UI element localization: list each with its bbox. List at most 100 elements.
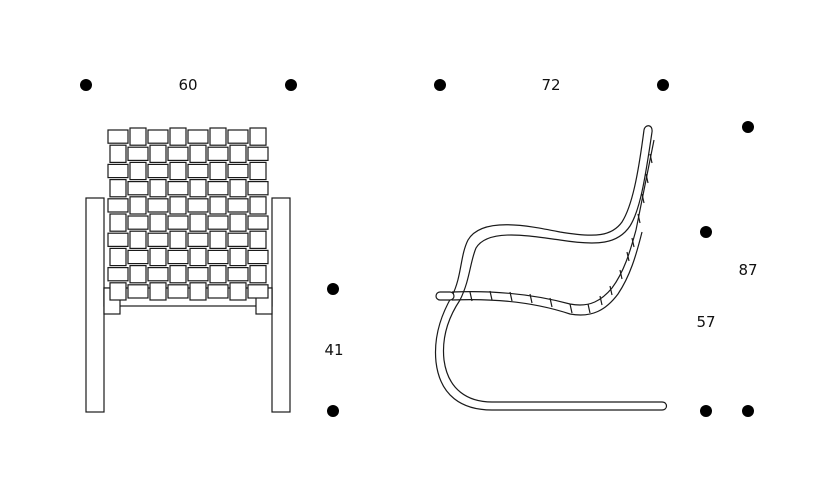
front-webbing-weave xyxy=(107,127,269,301)
front-right-leg xyxy=(271,197,291,413)
weave-strap-segment xyxy=(209,127,227,146)
weave-strap-segment xyxy=(207,249,229,265)
weave-strap-segment xyxy=(127,181,149,196)
weave-strap-segment xyxy=(229,144,247,163)
weave-strap-segment xyxy=(247,215,269,230)
dimension-depth: 72 xyxy=(434,76,669,94)
weave-strap-segment xyxy=(187,198,209,213)
weave-strap-segment xyxy=(149,213,167,232)
weave-strap-segment xyxy=(249,161,267,181)
width-dot-right xyxy=(285,79,297,91)
webbing-tick xyxy=(489,290,493,301)
weave-strap-segment xyxy=(209,265,227,284)
weave-strap-segment xyxy=(247,284,269,299)
weave-strap-segment xyxy=(207,284,229,299)
weave-strap-segment xyxy=(147,163,169,179)
weave-strap-segment xyxy=(129,230,147,249)
weave-strap-segment xyxy=(149,179,167,198)
weave-strap-segment xyxy=(229,213,247,232)
weave-strap-segment xyxy=(127,146,149,161)
weave-strap-segment xyxy=(109,213,127,232)
total-height-label: 87 xyxy=(738,261,757,279)
webbing-tick xyxy=(469,291,473,302)
weave-strap-segment xyxy=(147,129,169,144)
dimension-width: 60 xyxy=(80,76,297,94)
depth-dot-right xyxy=(657,79,669,91)
weave-strap-segment xyxy=(187,163,209,179)
weave-strap-segment xyxy=(249,265,267,284)
webbing-tick xyxy=(649,153,653,164)
weave-strap-segment xyxy=(169,196,187,215)
weave-strap-segment xyxy=(209,230,227,249)
dimension-seat-height: 41 xyxy=(324,283,344,417)
front-left-leg xyxy=(85,197,105,413)
weave-strap-segment xyxy=(189,213,207,232)
side-frame-top-end xyxy=(643,125,653,133)
side-webbing-ticks xyxy=(469,153,653,314)
weave-strap-segment xyxy=(249,230,267,249)
weave-strap-segment xyxy=(189,144,207,163)
webbing-tick xyxy=(626,251,630,262)
weave-strap-segment xyxy=(109,282,127,301)
weave-strap-segment xyxy=(149,247,167,267)
webbing-tick xyxy=(609,285,613,296)
weave-strap-segment xyxy=(167,215,189,230)
dimension-arm-height: 57 xyxy=(696,226,716,417)
arm-height-dot-top xyxy=(700,226,712,238)
weave-strap-segment xyxy=(207,215,229,230)
webbing-tick xyxy=(549,297,553,308)
depth-label: 72 xyxy=(541,76,560,94)
weave-strap-segment xyxy=(169,127,187,146)
weave-strap-segment xyxy=(207,181,229,196)
weave-strap-segment xyxy=(227,198,249,213)
side-seat-webbing-top xyxy=(451,229,637,306)
weave-strap-segment xyxy=(129,127,147,146)
depth-dot-left xyxy=(434,79,446,91)
webbing-tick xyxy=(587,303,591,314)
weave-strap-segment xyxy=(127,284,149,299)
weave-strap-segment xyxy=(247,146,269,161)
weave-strap-segment xyxy=(129,265,147,284)
arm-height-dot-bottom xyxy=(700,405,712,417)
weave-strap-segment xyxy=(229,179,247,198)
webbing-tick xyxy=(645,173,649,184)
side-back-webbing xyxy=(635,139,655,231)
weave-strap-segment xyxy=(187,267,209,282)
weave-strap-segment xyxy=(247,181,269,196)
weave-strap-segment xyxy=(209,161,227,181)
weave-strap-segment xyxy=(107,267,129,282)
weave-strap-segment xyxy=(229,247,247,267)
webbing-tick xyxy=(631,237,635,248)
total-height-dot-top xyxy=(742,121,754,133)
webbing-tick xyxy=(641,193,645,204)
weave-strap-segment xyxy=(147,267,169,282)
front-view xyxy=(85,127,291,413)
weave-strap-segment xyxy=(107,129,129,144)
weave-strap-segment xyxy=(249,196,267,215)
weave-strap-segment xyxy=(149,282,167,301)
width-label: 60 xyxy=(178,76,197,94)
weave-strap-segment xyxy=(147,232,169,247)
dimension-total-height: 87 xyxy=(738,121,758,417)
side-view xyxy=(434,125,668,411)
weave-strap-segment xyxy=(127,215,149,230)
webbing-tick xyxy=(569,303,573,314)
weave-strap-segment xyxy=(249,127,267,146)
weave-strap-segment xyxy=(169,265,187,284)
webbing-tick xyxy=(529,293,533,304)
webbing-tick xyxy=(619,269,623,280)
weave-strap-segment xyxy=(129,196,147,215)
weave-strap-segment xyxy=(169,230,187,249)
weave-strap-segment xyxy=(147,198,169,213)
weave-strap-segment xyxy=(189,282,207,301)
weave-strap-segment xyxy=(227,163,249,179)
weave-strap-segment xyxy=(127,249,149,265)
weave-strap-segment xyxy=(227,232,249,247)
total-height-dot-bottom xyxy=(742,405,754,417)
weave-strap-segment xyxy=(109,179,127,198)
weave-strap-segment xyxy=(189,179,207,198)
seat-height-label: 41 xyxy=(324,341,343,359)
side-frame-foot-end xyxy=(661,401,668,411)
webbing-tick xyxy=(637,213,641,224)
